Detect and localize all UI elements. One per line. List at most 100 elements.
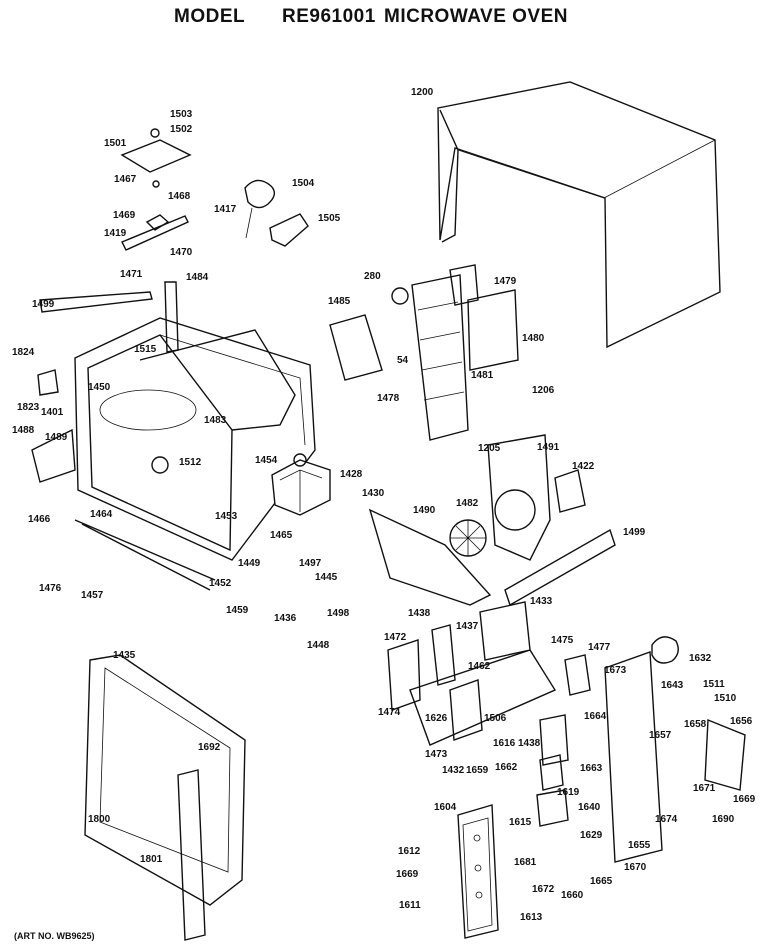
callout-1436: 1436	[274, 613, 297, 624]
callout-1800: 1800	[88, 814, 111, 825]
callout-1503: 1503	[170, 109, 193, 120]
callout-1657: 1657	[649, 730, 672, 741]
stirrer-cover-bracket	[120, 128, 192, 251]
callout-1474: 1474	[378, 707, 401, 718]
callout-1672: 1672	[532, 884, 555, 895]
callout-1428: 1428	[340, 469, 363, 480]
callout-1660: 1660	[561, 890, 584, 901]
callout-1669: 1669	[396, 869, 419, 880]
callout-1640: 1640	[578, 802, 601, 813]
callout-1482: 1482	[456, 498, 479, 509]
callout-1489: 1489	[45, 432, 68, 443]
callout-1823: 1823	[17, 402, 40, 413]
callout-1437: 1437	[456, 621, 479, 632]
callout-1417: 1417	[214, 204, 237, 215]
callout-1612: 1612	[398, 846, 421, 857]
callout-1205: 1205	[478, 443, 501, 454]
callout-1664: 1664	[584, 711, 607, 722]
callout-1510: 1510	[714, 693, 737, 704]
callout-1485: 1485	[328, 296, 351, 307]
callout-1511: 1511	[703, 679, 725, 690]
callout-1479: 1479	[494, 276, 517, 287]
callout-1619: 1619	[557, 787, 580, 798]
door-assembly	[84, 654, 246, 941]
callout-1674: 1674	[655, 814, 678, 825]
callout-1480: 1480	[522, 333, 545, 344]
callout-1656: 1656	[730, 716, 753, 727]
callout-1824: 1824	[12, 347, 35, 358]
lamp-socket	[244, 179, 309, 247]
callout-1491: 1491	[537, 442, 560, 453]
callout-1512: 1512	[179, 457, 202, 468]
callout-1655: 1655	[628, 840, 651, 851]
callout-1468: 1468	[168, 191, 191, 202]
callout-1681: 1681	[514, 857, 537, 868]
callout-1478: 1478	[377, 393, 400, 404]
callout-1430: 1430	[362, 488, 385, 499]
callout-1611: 1611	[399, 900, 421, 911]
art-number: (ART NO. WB9625)	[14, 931, 95, 941]
callout-1497: 1497	[299, 558, 322, 569]
control-assembly	[387, 601, 746, 863]
callout-1483: 1483	[204, 415, 227, 426]
callout-1505: 1505	[318, 213, 341, 224]
callout-1515: 1515	[134, 344, 157, 355]
callout-1472: 1472	[384, 632, 407, 643]
callout-280: 280	[364, 271, 381, 282]
callout-1692: 1692	[198, 742, 221, 753]
callout-1501: 1501	[104, 138, 127, 149]
callout-1453: 1453	[215, 511, 238, 522]
callout-1801: 1801	[140, 854, 163, 865]
callout-1432: 1432	[442, 765, 465, 776]
base-bracket	[368, 508, 616, 607]
outer-cabinet	[437, 81, 721, 349]
air-duct	[329, 264, 519, 441]
callout-1200: 1200	[411, 87, 434, 98]
callout-1626: 1626	[425, 713, 448, 724]
callout-1643: 1643	[661, 680, 684, 691]
callout-1665: 1665	[590, 876, 613, 887]
callout-1206: 1206	[532, 385, 555, 396]
callout-1632: 1632	[689, 653, 712, 664]
diagram-header: MODEL RE961001 MICROWAVE OVEN	[0, 6, 768, 36]
callout-1669: 1669	[733, 794, 756, 805]
callout-1604: 1604	[434, 802, 457, 813]
callout-1471: 1471	[120, 269, 143, 280]
model-label: MODEL	[174, 6, 246, 27]
callout-1616: 1616	[493, 738, 516, 749]
callout-1435: 1435	[113, 650, 136, 661]
callout-1445: 1445	[315, 572, 338, 583]
callout-1473: 1473	[425, 749, 448, 760]
model-number: RE961001	[282, 6, 376, 27]
callout-1484: 1484	[186, 272, 209, 283]
oven-cavity	[31, 281, 316, 591]
callout-1467: 1467	[114, 174, 137, 185]
callout-1401: 1401	[41, 407, 64, 418]
callout-1690: 1690	[712, 814, 735, 825]
callout-1502: 1502	[170, 124, 193, 135]
callout-54: 54	[397, 355, 409, 366]
callout-1433: 1433	[530, 596, 553, 607]
callout-1449: 1449	[238, 558, 261, 569]
callout-1477: 1477	[588, 642, 611, 653]
callout-1469: 1469	[113, 210, 136, 221]
callout-1470: 1470	[170, 247, 193, 258]
callout-1490: 1490	[413, 505, 436, 516]
callout-1450: 1450	[88, 382, 111, 393]
callout-1464: 1464	[90, 509, 113, 520]
callout-1629: 1629	[580, 830, 603, 841]
magnetron	[271, 453, 331, 516]
callout-1673: 1673	[604, 665, 627, 676]
callout-1448: 1448	[307, 640, 330, 651]
callout-1422: 1422	[572, 461, 595, 472]
callout-1462: 1462	[468, 661, 491, 672]
callout-1658: 1658	[684, 719, 707, 730]
callout-1454: 1454	[255, 455, 278, 466]
callout-1671: 1671	[693, 783, 716, 794]
callout-1499: 1499	[32, 299, 55, 310]
callout-1438: 1438	[408, 608, 431, 619]
callout-1499: 1499	[623, 527, 646, 538]
callout-1670: 1670	[624, 862, 647, 873]
